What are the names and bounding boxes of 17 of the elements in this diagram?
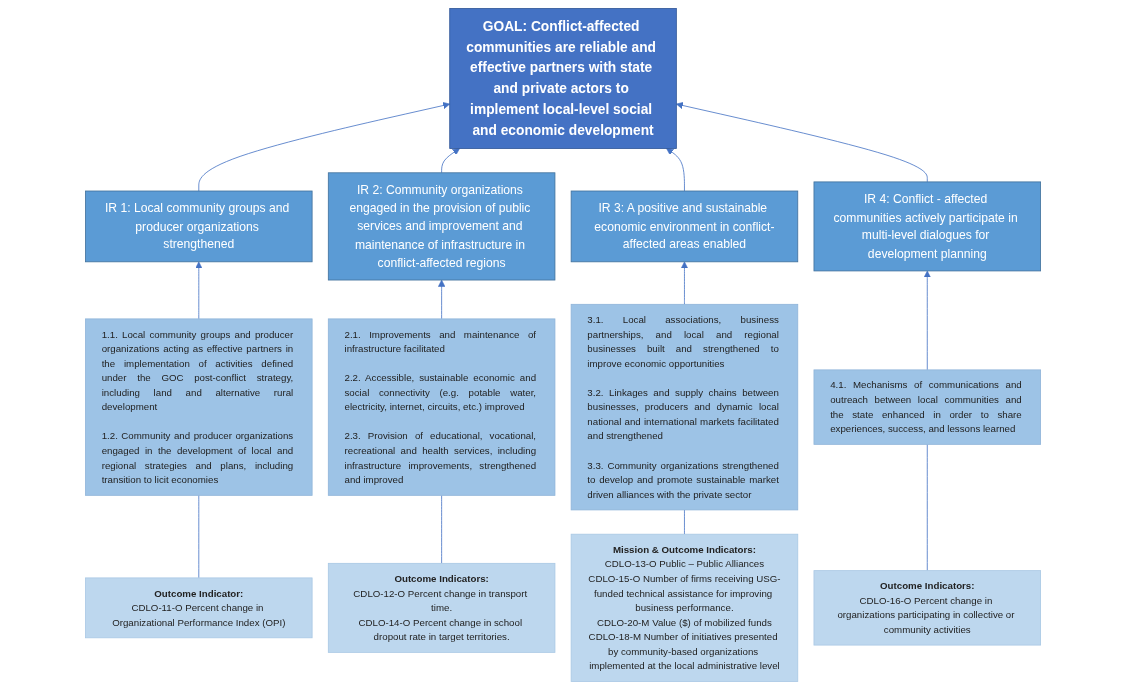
node-box: 4.1. Mechanisms of communications and outreach between local communities and the state enhanced in order to share experiences, success, and lessons learned [813,369,1041,445]
node-box: Outcome Indicators: CDLO-12-O Percent change in transport time. CDLO-14-O Percent change in school dropout rate in target territories. [327,562,556,653]
node-box: 2.1. Improvements and maintenance of infrastructure facilitated 2.2. Accessible, sustainable economic and social connectivity (e.g. potable water, electricity, internet, circuits, etc.) improved 2.3. Provision of educational, vocational, recreational and health services, including infrastructure improvements, strengthened and improved [327,318,556,496]
node-box: Mission & Outcome Indicators: CDLO-13-O Public – Public Alliances CDLO-15-O Number of firms receiving USG-funded technical assistance for improving business performance. CDLO-20-M Value ($) of mobilized funds CDLO-18-M Number of initiatives presented by community-based organizations implemented at the local administrative level [570,533,799,682]
connector [926,443,928,572]
node-box: 1.1. Local community groups and producer organizations acting as effective partners in the implementation of activities defined under the GOC post-conflict strategy, including land and alternative rural development 1.2. Community and producer organizations engaged in the development of local and regional strategies and plans, including transition to licit economies [85,318,313,496]
node-box: IR 1: Local community groups and producer organizations strengthened [85,190,313,263]
node-box: IR 2: Community organizations engaged in the provision of public services and improvement and maintenance of infrastructure in conflict-affected regions [327,172,556,281]
node-box: 3.1. Local associations, business partnerships, and local and regional businesses built and strengthened to improve economic opportunities 3.2. Linkages and supply chains between businesses, producers and dynamic local national and international markets facilitated and strengthened 3.3. Community organizations strengthened to develop and promote sustainable market driven alliances with the private sector [570,303,799,511]
connector [684,509,685,535]
connector [198,494,200,579]
node-box: IR 4: Conflict - affected communities actively participate in multi-level dialogues for development planning [813,181,1041,272]
node-box: Outcome Indicators: CDLO-16-O Percent change in organizations participating in collective or community activities [813,570,1041,646]
node-box: GOAL: Conflict-affected communities are reliable and effective partners with state and private actors to implement local-level social and economic development [449,8,677,149]
node-box: IR 3: A positive and sustainable economic environment in conflict-affected areas enabled [570,190,799,263]
connector [441,494,442,564]
node-box: Outcome Indicator: CDLO-11-O Percent change in Organizational Performance Index (OPI) [85,577,313,639]
